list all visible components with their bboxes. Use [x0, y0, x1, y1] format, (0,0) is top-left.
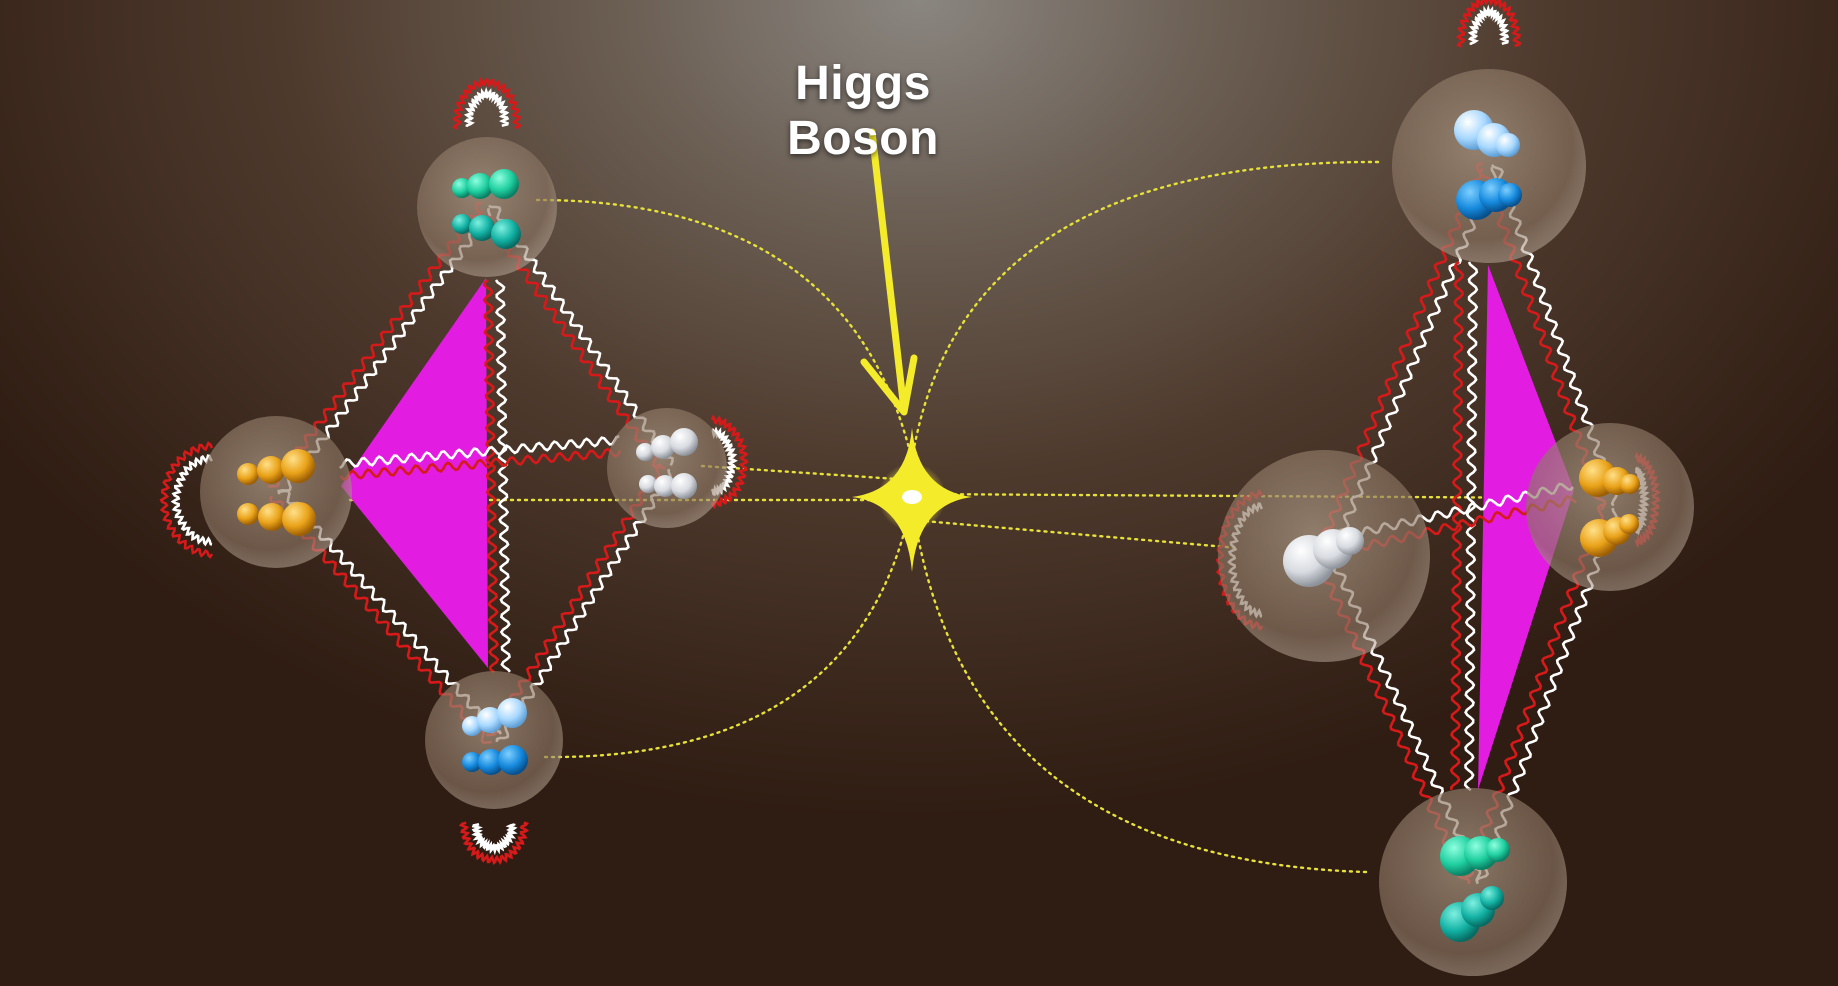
higgs-boson-label: Higgs Boson [787, 57, 939, 165]
gluon-loop [458, 821, 530, 866]
gluon-string [482, 279, 500, 674]
field-line [700, 464, 914, 482]
gluon-loop [1467, 4, 1510, 46]
gluon-loop [170, 454, 214, 547]
right-tetrahedron-molecule [1215, 0, 1694, 976]
particle-bubble [1392, 69, 1586, 263]
quark-cluster-icon [1440, 836, 1510, 942]
quark-cluster-icon [452, 169, 521, 249]
higgs-boson-sparkle-icon [852, 428, 972, 572]
field-line [543, 498, 914, 759]
quark-cluster-icon [1454, 110, 1522, 220]
gluon-string [339, 435, 620, 470]
quark-cluster-icon [1283, 527, 1364, 587]
particle-bubble [200, 416, 352, 568]
field-line [910, 498, 1368, 874]
particle-bubble [1379, 788, 1567, 976]
tetrahedron-face [1478, 265, 1574, 790]
particle-bubble [1526, 423, 1694, 591]
particle-bubble [425, 671, 563, 809]
quark-cluster-icon [462, 698, 528, 775]
gluon-loop [710, 414, 749, 510]
quark-cluster-icon [636, 428, 698, 499]
gluon-loop [463, 86, 510, 128]
quark-cluster-icon [1579, 459, 1640, 557]
gluon-string [339, 447, 622, 481]
gluon-string [1449, 260, 1465, 791]
particle-bubble [607, 408, 727, 528]
pointer-arrow-icon [860, 128, 918, 416]
gluon-loop [1455, 0, 1522, 48]
gluon-string [494, 279, 511, 673]
field-line [910, 160, 1380, 462]
particle-bubble [417, 137, 557, 277]
field-line [910, 518, 1240, 550]
gluon-loop [451, 76, 522, 130]
gluon-loop [471, 822, 518, 856]
tetrahedron-face [341, 278, 488, 668]
gluon-loop [159, 441, 214, 559]
left-tetrahedron-molecule [159, 76, 749, 866]
quark-cluster-icon [237, 449, 316, 536]
